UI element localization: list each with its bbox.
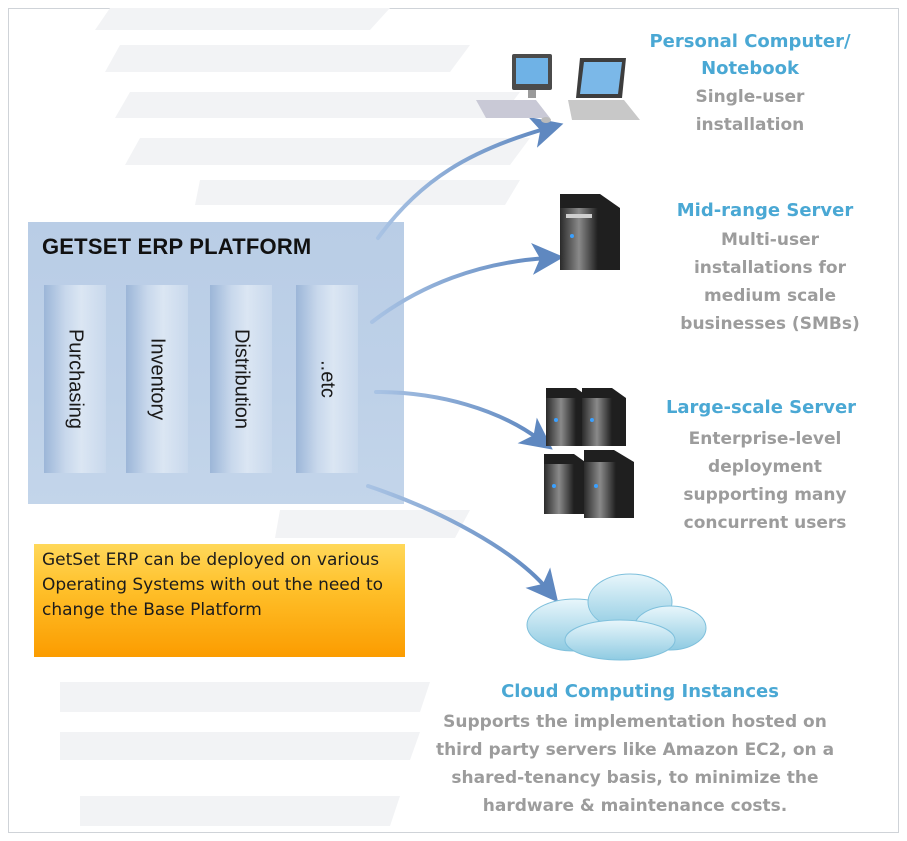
cloud-heading: Cloud Computing Instances (501, 681, 779, 702)
module-distribution: Distribution (210, 285, 272, 473)
large-heading: Large-scale Server (665, 397, 857, 418)
pc-heading-line: Personal Computer/ (649, 31, 851, 52)
module-label: Distribution (230, 328, 253, 430)
deployment-note: GetSet ERP can be deployed on various Op… (34, 544, 405, 657)
midrange-desc-line: Multi-user (721, 230, 819, 250)
pc-description: Single-user installation (640, 83, 860, 139)
midrange-desc-line: businesses (SMBs) (680, 314, 860, 334)
platform-title: GETSET ERP PLATFORM (42, 234, 312, 259)
midrange-description: Multi-user installations for medium scal… (660, 226, 880, 338)
pc-heading-line: Notebook (701, 58, 799, 79)
module-label: ..etc (316, 360, 339, 398)
cloud-description: Supports the implementation hosted on th… (380, 708, 890, 820)
midrange-desc-line: medium scale (704, 286, 836, 306)
pc-heading: Personal Computer/ Notebook (620, 28, 880, 82)
large-desc-line: concurrent users (683, 513, 847, 533)
midrange-desc-line: installations for (693, 258, 846, 278)
pc-desc-line: Single-user (695, 87, 805, 107)
midrange-heading: Mid-range Server (676, 200, 854, 221)
large-desc-line: supporting many (683, 485, 847, 505)
cloud-desc-line: shared-tenancy basis, to minimize the (451, 768, 819, 788)
pc-desc-line: installation (695, 115, 805, 135)
module-inventory: Inventory (126, 285, 188, 473)
module-etc: ..etc (296, 285, 358, 473)
cloud-desc-line: Supports the implementation hosted on (443, 712, 827, 732)
large-desc-line: deployment (708, 457, 822, 477)
large-description: Enterprise-level deployment supporting m… (650, 425, 880, 537)
cloud-desc-line: hardware & maintenance costs. (482, 796, 788, 816)
module-purchasing: Purchasing (44, 285, 106, 473)
module-label: Inventory (146, 337, 169, 421)
module-label: Purchasing (64, 328, 87, 430)
large-desc-line: Enterprise-level (688, 429, 842, 449)
cloud-desc-line: third party servers like Amazon EC2, on … (435, 740, 835, 760)
